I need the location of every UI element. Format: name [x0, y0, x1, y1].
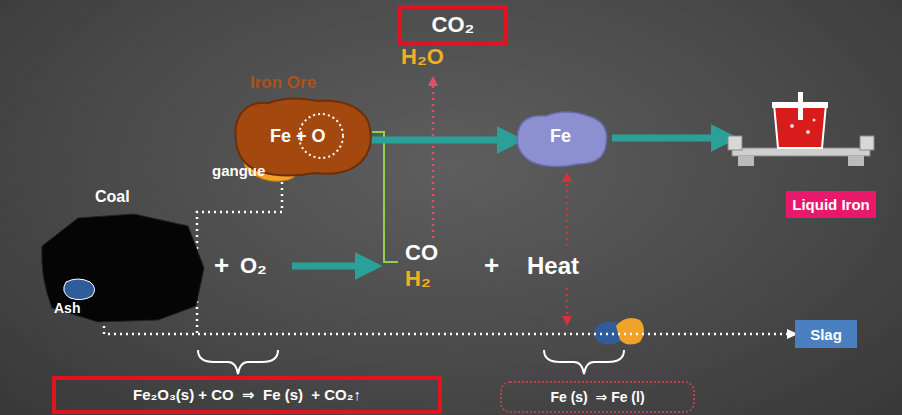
heat-line	[566, 288, 569, 322]
heat-line	[566, 176, 569, 246]
byproduct: H₂O	[401, 44, 444, 70]
gangue-line	[197, 182, 282, 334]
connector	[612, 135, 728, 142]
connector	[104, 320, 795, 334]
node-text: Fe	[550, 126, 571, 147]
plus-sign: +	[484, 250, 499, 281]
reactant: O₂	[240, 253, 267, 279]
node-text: Fe + O	[270, 125, 326, 147]
oxygen-line	[372, 132, 398, 262]
node-text: Liquid Iron	[786, 191, 876, 218]
ash: Ash	[52, 278, 106, 320]
connector	[371, 137, 514, 144]
reaction-box: Fe₂O₃(s) + CO ⇒ Fe (s) + CO₂↑	[52, 376, 442, 414]
slag-piece	[616, 318, 644, 345]
plus-sign: +	[214, 250, 229, 281]
coal: CoalAsh	[38, 186, 208, 326]
node-text: Ash	[54, 300, 80, 316]
reducing-gas: H₂	[405, 266, 431, 292]
slag-box: Slag	[795, 320, 857, 348]
ladle: Liquid Iron	[728, 96, 878, 220]
gas-flow-line	[432, 80, 435, 238]
part-name: gangue	[212, 162, 265, 179]
node-text: CO₂	[432, 12, 475, 38]
node-heading: Iron Ore	[250, 73, 316, 93]
melting-box: Fe (s) ⇒ Fe (l)	[500, 381, 695, 413]
node-text: Slag	[810, 326, 842, 343]
node-text: Coal	[95, 188, 130, 206]
iron-blob: Fe	[512, 108, 612, 168]
reducing-gas: CO	[405, 240, 438, 266]
product-box: CO₂	[398, 5, 508, 45]
node-text: Fe₂O₃(s) + CO ⇒ Fe (s) + CO₂↑	[133, 386, 361, 404]
bracket	[544, 350, 624, 374]
heat-label: Heat	[527, 252, 579, 280]
flow-arrow	[292, 263, 372, 270]
bracket	[198, 350, 278, 374]
node-text: Fe (s) ⇒ Fe (l)	[550, 389, 644, 405]
